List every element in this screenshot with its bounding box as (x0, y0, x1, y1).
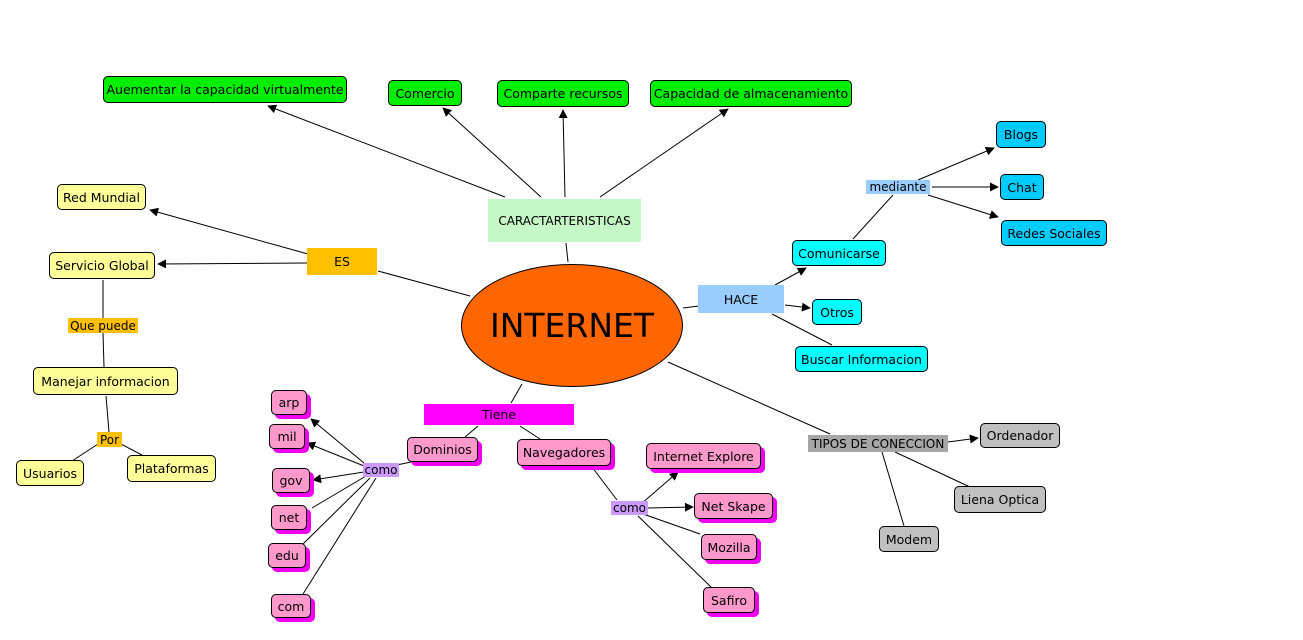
label-como-navegadores[interactable]: como (611, 501, 648, 515)
node-modem[interactable]: Modem (879, 526, 939, 552)
node-red-mundial[interactable]: Red Mundial (57, 184, 146, 210)
node-aumentar-capacidad[interactable]: Auementar la capacidad virtualmente (103, 76, 347, 103)
node-net-skape[interactable]: Net Skape (694, 493, 773, 519)
label-que-puede[interactable]: Que puede (68, 318, 138, 333)
node-comparte-recursos[interactable]: Comparte recursos (497, 80, 629, 107)
node-dominio-com[interactable]: com (271, 594, 311, 618)
label-es[interactable]: ES (307, 248, 377, 275)
label-tiene[interactable]: Tiene (424, 404, 574, 425)
node-safiro[interactable]: Safiro (703, 587, 755, 613)
node-capacidad-almacenamiento[interactable]: Capacidad de almacenamiento (650, 80, 852, 107)
node-plataformas[interactable]: Plataformas (127, 455, 216, 482)
label-por[interactable]: Por (97, 432, 122, 447)
label-caracteristicas[interactable]: CARACTARTERISTICAS (488, 199, 641, 242)
node-redes-sociales[interactable]: Redes Sociales (1001, 220, 1107, 246)
label-como-dominios[interactable]: como (363, 463, 399, 477)
node-comunicarse[interactable]: Comunicarse (792, 240, 886, 266)
label-tipos-de-conexion[interactable]: TIPOS DE CONECCION (808, 435, 948, 452)
node-blogs[interactable]: Blogs (996, 121, 1046, 148)
node-chat[interactable]: Chat (1000, 174, 1044, 200)
node-liena-optica[interactable]: Liena Optica (954, 486, 1046, 513)
node-ordenador[interactable]: Ordenador (980, 423, 1060, 448)
node-comercio[interactable]: Comercio (388, 80, 462, 106)
node-buscar-informacion[interactable]: Buscar Informacion (795, 346, 928, 372)
node-manejar-informacion[interactable]: Manejar informacion (33, 367, 178, 395)
node-mozilla[interactable]: Mozilla (701, 534, 757, 560)
node-dominio-net[interactable]: net (271, 505, 307, 530)
node-internet-explore[interactable]: Internet Explore (646, 443, 761, 469)
center-node-internet[interactable]: INTERNET (461, 264, 683, 387)
node-otros[interactable]: Otros (812, 299, 862, 325)
node-dominio-mil[interactable]: mil (269, 424, 305, 449)
node-dominio-arp[interactable]: arp (271, 390, 307, 415)
node-navegadores[interactable]: Navegadores (517, 439, 611, 466)
node-dominio-edu[interactable]: edu (268, 543, 306, 568)
node-usuarios[interactable]: Usuarios (16, 460, 84, 486)
node-servicio-global[interactable]: Servicio Global (49, 252, 155, 279)
node-dominios[interactable]: Dominios (407, 437, 478, 462)
node-dominio-gov[interactable]: gov (272, 468, 310, 493)
label-mediante[interactable]: mediante (866, 180, 930, 194)
label-hace[interactable]: HACE (698, 285, 784, 313)
